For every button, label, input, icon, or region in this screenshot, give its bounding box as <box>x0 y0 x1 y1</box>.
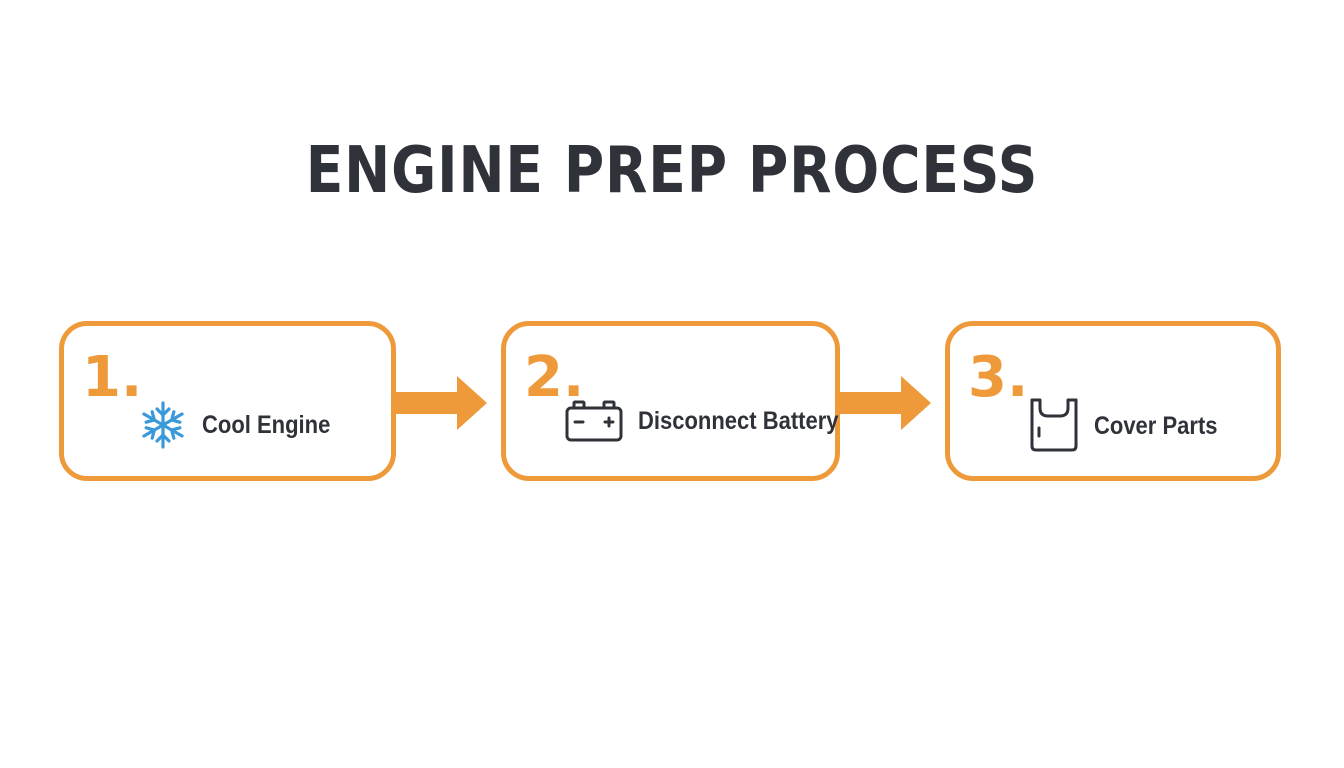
step-number: 3. <box>968 345 1029 410</box>
arrow-right-icon <box>837 376 931 430</box>
cover-bag-icon <box>1028 398 1080 454</box>
arrow-right-icon <box>393 376 487 430</box>
step-disconnect-battery: 2. Disconnect Battery <box>501 321 840 481</box>
step-number: 2. <box>524 345 585 410</box>
snowflake-icon <box>138 398 188 452</box>
step-label: Cover Parts <box>1094 411 1218 440</box>
step-cool-engine: 1. <box>59 321 396 481</box>
step-cover-parts: 3. Cover Parts <box>945 321 1281 481</box>
step-label: Cool Engine <box>202 410 331 439</box>
battery-icon <box>564 398 624 444</box>
step-label: Disconnect Battery <box>638 406 839 435</box>
step-number: 1. <box>82 345 143 410</box>
diagram-title: ENGINE PREP PROCESS <box>305 134 1039 208</box>
